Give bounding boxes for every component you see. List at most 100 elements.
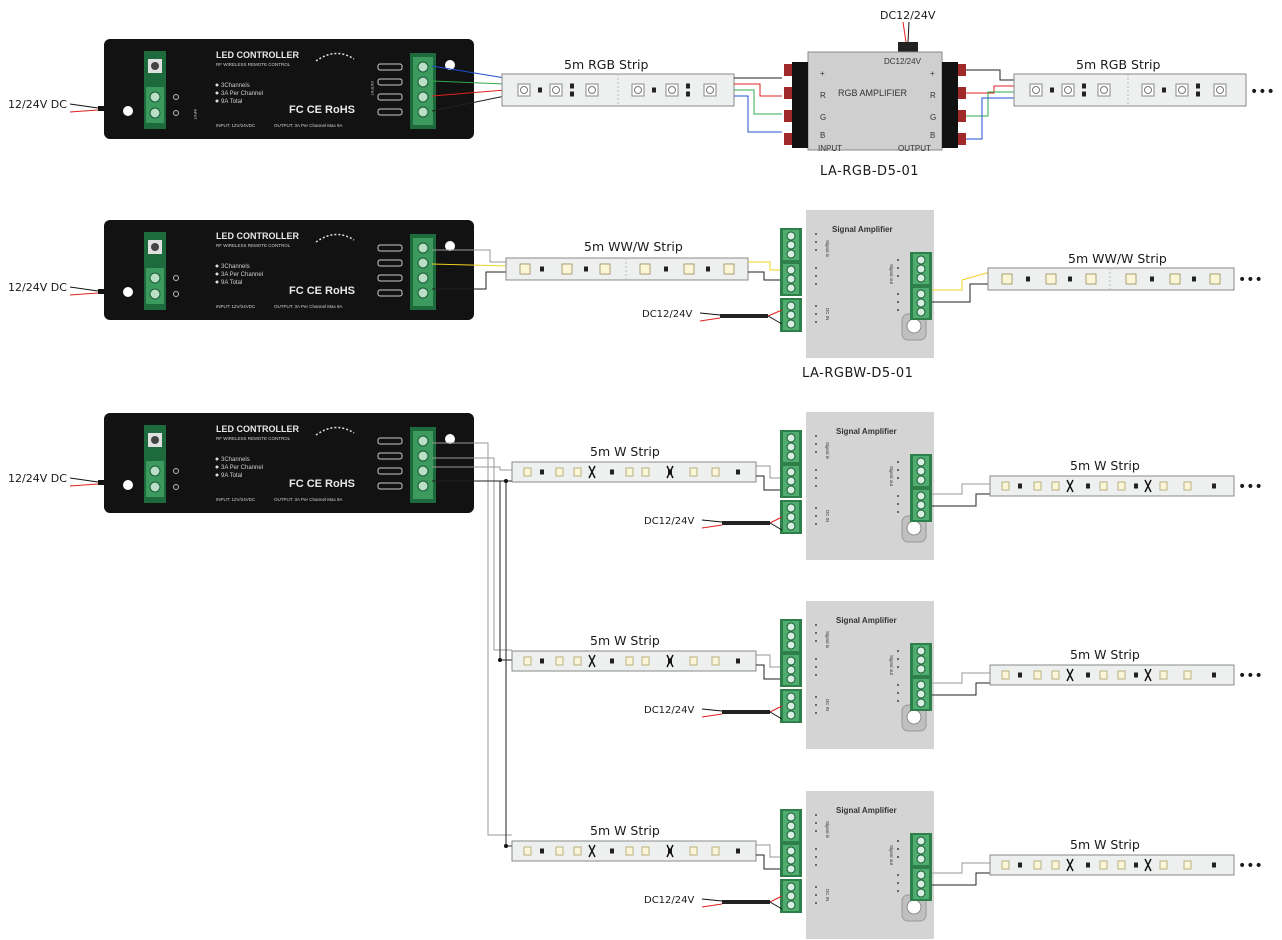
- controller-spec-3-2: 3A Per Channel: [221, 465, 263, 471]
- controller-spec-2-1: 3Channels: [221, 264, 250, 270]
- power-in-label-3: 12/24V DC: [8, 472, 67, 485]
- w-strip: [511, 840, 757, 862]
- controller-spec-2-3: 9A Total: [221, 280, 242, 286]
- w-strip-right: [989, 475, 1235, 497]
- rgb-amp-ch-out-4: B: [930, 131, 935, 140]
- ww-strip-right: [987, 267, 1235, 291]
- w-amp-dc-in: DC IN: [825, 510, 830, 522]
- ww-strip-right-label: 5m WW/W Strip: [1068, 251, 1167, 266]
- controller-output-spec: OUTPUT: 3A Per Channel Max 9A: [274, 123, 343, 128]
- ww-amp-power-label: DC12/24V: [642, 309, 693, 320]
- ww-amp-title: Signal Amplifier: [832, 225, 893, 234]
- controller-output-spec-2: OUTPUT: 3A Per Channel Max 9A: [274, 304, 343, 309]
- controller-certs-3: FC CE RoHS: [289, 478, 355, 490]
- controller-input-spec-3: INPUT: 12V/24VDC: [216, 497, 256, 502]
- controller-title: LED CONTROLLER: [216, 50, 299, 60]
- w-strip: [511, 461, 757, 483]
- controller-certs-2: FC CE RoHS: [289, 285, 355, 297]
- w-continuation: •••: [1238, 668, 1263, 684]
- ww-continuation: •••: [1238, 272, 1263, 288]
- ww-strip: [505, 257, 749, 281]
- rgb-strip-label: 5m RGB Strip: [564, 57, 648, 72]
- controller-spec-3-3: 9A Total: [221, 473, 242, 479]
- w-continuation: •••: [1238, 479, 1263, 495]
- rgb-amp-inner-power: DC12/24V: [884, 57, 922, 66]
- w-amp-dc-in: DC IN: [825, 889, 830, 901]
- rgb-amp-ch-in-1: +: [820, 69, 825, 78]
- w-amp-signal-out: Signal out: [889, 845, 894, 866]
- rgb-amp-ch-out-2: R: [930, 91, 936, 100]
- controller-output-spec-3: OUTPUT: 3A Per Channel Max 9A: [274, 497, 343, 502]
- controller-spec-2: 3A Per Channel: [221, 91, 263, 97]
- power-in-label-2: 12/24V DC: [8, 281, 67, 294]
- controller-input-spec: INPUT: 12V/24VDC: [216, 123, 256, 128]
- w-strip-label: 5m W Strip: [590, 633, 660, 648]
- rgb-amp-ch-in-3: G: [820, 113, 826, 122]
- ww-amp-dc-in: DC IN: [825, 308, 830, 320]
- controller-input-side: INPUT: [193, 109, 197, 120]
- w-amp-dc-in: DC IN: [825, 699, 830, 711]
- controller-spec-1: 3Channels: [221, 83, 250, 89]
- w-strip: [511, 650, 757, 672]
- controller-title-3: LED CONTROLLER: [216, 424, 299, 434]
- w-strip-right: [989, 664, 1235, 686]
- controller-certs: FC CE RoHS: [289, 104, 355, 116]
- controller-spec-3-1: 3Channels: [221, 457, 250, 463]
- led-controller: LED CONTROLLER RF WIRELESS REMOTE CONTRO…: [103, 38, 475, 140]
- w-amp-power-label: DC12/24V: [644, 516, 695, 527]
- ww-amp-model: LA-RGBW-D5-01: [802, 366, 913, 381]
- w-strip-right-label: 5m W Strip: [1070, 458, 1140, 473]
- led-controller-3: LED CONTROLLER RF WIRELESS REMOTE CONTRO…: [103, 412, 475, 514]
- controller-spec-2-2: 3A Per Channel: [221, 272, 263, 278]
- w-amp-signal-out: Signal out: [889, 466, 894, 487]
- w-amp-signal-in: Signal in: [825, 442, 830, 460]
- w-strip-right-label: 5m W Strip: [1070, 837, 1140, 852]
- w-strip-right-label: 5m W Strip: [1070, 647, 1140, 662]
- w-amp-title: Signal Amplifier: [836, 427, 897, 436]
- w-amp-power-label: DC12/24V: [644, 895, 695, 906]
- w-amp-title: Signal Amplifier: [836, 806, 897, 815]
- controller-subtitle-2: RF WIRELESS REMOTE CONTROL: [216, 243, 291, 248]
- rgb-amplifier: DC12/24V DC12/24V RGB AMPLIFIER + R G B …: [784, 9, 966, 179]
- rgb-system: 12/24V DC LED CONTROLLER RF WIRELESS REM…: [8, 9, 1275, 179]
- rgb-strip-right: [1013, 73, 1247, 107]
- ww-signal-amplifier: Signal Amplifier Signal in DC IN Signal …: [780, 210, 934, 358]
- controller-output-side: OUTPUT: [370, 81, 374, 96]
- rgb-amp-ch-out-1: +: [930, 69, 935, 78]
- rgb-amp-ch-in-2: R: [820, 91, 826, 100]
- controller-subtitle: RF WIRELESS REMOTE CONTROL: [216, 62, 291, 67]
- rgb-continuation: •••: [1250, 84, 1275, 100]
- controller-input-spec-2: INPUT: 12V/24VDC: [216, 304, 256, 309]
- rgb-amp-power-label: DC12/24V: [880, 9, 936, 22]
- controller-subtitle-3: RF WIRELESS REMOTE CONTROL: [216, 436, 291, 441]
- rgb-strip: [501, 73, 735, 107]
- w-continuation: •••: [1238, 858, 1263, 874]
- w-amp-signal-in: Signal in: [825, 631, 830, 649]
- rgb-amp-output-label: OUTPUT: [898, 144, 931, 153]
- ww-system: 12/24V DC LED CONTROLLER RF WIRELESS REM…: [8, 210, 1263, 381]
- rgb-amp-ch-out-3: G: [930, 113, 936, 122]
- w-amp-signal-in: Signal in: [825, 821, 830, 839]
- w-amp-power-label: DC12/24V: [644, 705, 695, 716]
- rgb-amp-model: LA-RGB-D5-01: [820, 164, 919, 179]
- led-controller-2: LED CONTROLLER RF WIRELESS REMOTE CONTRO…: [103, 219, 475, 321]
- w-strip-label: 5m W Strip: [590, 823, 660, 838]
- w-amp-title: Signal Amplifier: [836, 616, 897, 625]
- rgb-amp-title: RGB AMPLIFIER: [838, 88, 908, 98]
- w-amp-signal-out: Signal out: [889, 655, 894, 676]
- rgb-amp-input-label: INPUT: [818, 144, 842, 153]
- controller-title-2: LED CONTROLLER: [216, 231, 299, 241]
- rgb-strip-right-label: 5m RGB Strip: [1076, 57, 1160, 72]
- w-system: 12/24V DC LED CONTROLLER RF WIRELESS REM…: [8, 412, 1263, 939]
- w-strip-right: [989, 854, 1235, 876]
- power-in-label: 12/24V DC: [8, 98, 67, 111]
- controller-spec-3: 9A Total: [221, 99, 242, 105]
- ww-amp-signal-out: Signal out: [889, 264, 894, 285]
